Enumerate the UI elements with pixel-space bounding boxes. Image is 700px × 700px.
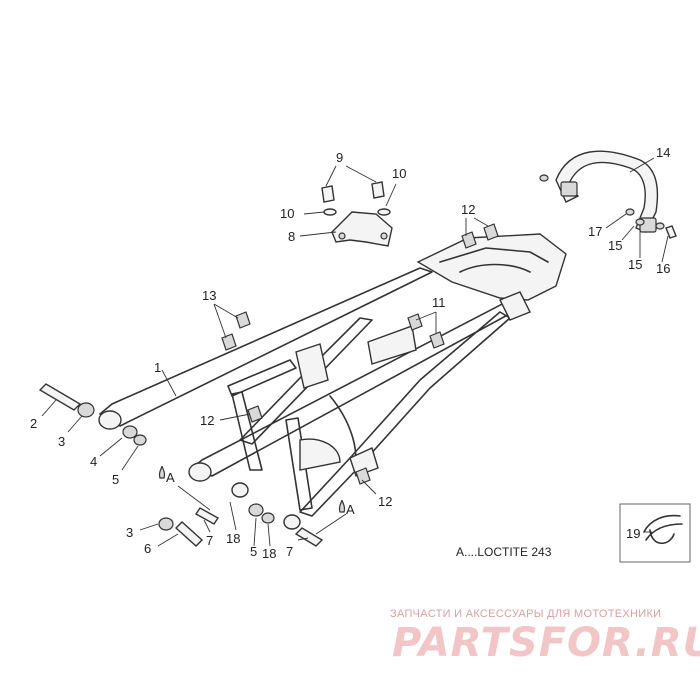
callout-10b: 10	[280, 206, 294, 221]
watermark: ЗАПЧАСТИ И АКСЕССУАРЫ ДЛЯ МОТОТЕХНИКИ PA…	[390, 608, 700, 666]
strap-inset	[619, 503, 691, 563]
callout-14: 14	[656, 145, 670, 160]
rear-subframe	[98, 233, 567, 530]
callout-15: 15	[608, 238, 622, 253]
callout-12: 12	[461, 202, 475, 217]
callout-16: 16	[656, 261, 670, 276]
callout-labels: 1 2 3 4 5 3 6 7 18 5 18 7 8 9 10 10 11 1…	[30, 145, 670, 561]
callout-18: 18	[226, 531, 240, 546]
callout-5: 5	[112, 472, 119, 487]
callout-7: 7	[206, 533, 213, 548]
callout-13: 13	[202, 288, 216, 303]
callout-19: 19	[626, 526, 640, 541]
callout-12c: 12	[378, 494, 392, 509]
callout-9: 9	[336, 150, 343, 165]
grab-handle	[555, 150, 659, 233]
loctite-note: A....LOCTITE 243	[456, 545, 552, 559]
callout-7b: 7	[286, 544, 293, 559]
callout-12b: 12	[200, 413, 214, 428]
callout-5b: 5	[250, 544, 257, 559]
leader-lines	[41, 157, 669, 547]
mounting-bracket	[321, 181, 393, 247]
callout-3: 3	[58, 434, 65, 449]
watermark-brand: PARTSFOR.RU	[392, 620, 700, 666]
callout-3b: 3	[126, 525, 133, 540]
loctite-marker-a2: A	[346, 502, 355, 517]
watermark-tagline: ЗАПЧАСТИ И АКСЕССУАРЫ ДЛЯ МОТОТЕХНИКИ	[390, 608, 661, 620]
callout-10: 10	[392, 166, 406, 181]
callout-15b: 15	[628, 257, 642, 272]
callout-1: 1	[154, 360, 161, 375]
callout-6: 6	[144, 541, 151, 556]
callout-8: 8	[288, 229, 295, 244]
fasteners	[38, 174, 677, 547]
callout-4: 4	[90, 454, 97, 469]
callout-18b: 18	[262, 546, 276, 561]
callout-11: 11	[432, 295, 446, 310]
callout-17: 17	[588, 224, 602, 239]
loctite-marker-a: A	[166, 470, 175, 485]
callout-2: 2	[30, 416, 37, 431]
